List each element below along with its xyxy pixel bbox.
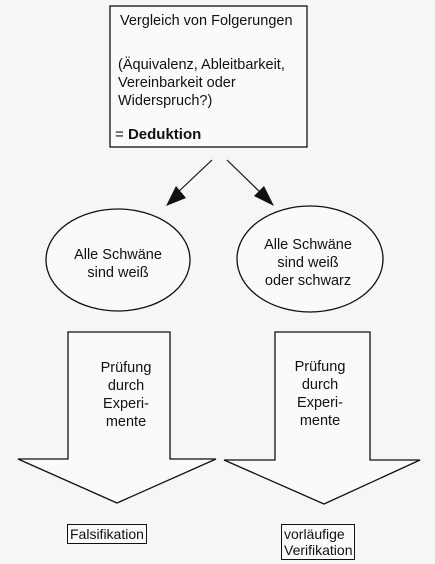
test-arrow-right [223,331,421,505]
hypothesis-right-text: Alle Schwäne sind weiß oder schwarz [238,236,378,290]
result-prefix: = [115,126,128,143]
outcome-line: Verifikation [284,542,353,558]
test-arrow-left [17,331,217,504]
outcome-verification: vorläufige Verifikation [281,524,356,560]
hypothesis-ellipse-right [236,205,384,313]
deduction-box [109,5,308,148]
box-line: Vereinbarkeit oder [118,75,236,91]
hypothesis-line: Alle Schwäne [74,247,162,263]
test-line: durch [301,377,339,393]
test-line: mente [299,413,341,429]
box-line: (Äquivalenz, Ableitbarkeit, [118,57,285,73]
hypothesis-left-text: Alle Schwäne sind weiß [54,246,182,282]
outcome-falsification: Falsifikation [67,524,147,544]
arrow-right-shaft [226,159,263,195]
test-line: Prüfung [100,360,152,376]
box-subtitle: (Äquivalenz, Ableitbarkeit, Vereinbarkei… [118,56,318,110]
test-line: durch [107,378,145,394]
hypothesis-line: sind weiß [277,255,339,271]
hypothesis-ellipse-left [45,208,191,312]
box-title: Vergleich von Folgerungen [120,13,293,29]
box-line: Widerspruch?) [118,93,213,109]
hypothesis-line: oder schwarz [264,273,352,289]
outcome-line: vorläufige [284,526,345,542]
arrow-right-head [254,186,274,206]
test-line: mente [105,414,147,430]
test-right-text: Prüfung durch Experi- mente [270,358,370,430]
outcome-line: Falsifikation [70,526,144,542]
hypothesis-line: sind weiß [87,265,149,281]
arrow-left-head [166,186,186,206]
test-left-text: Prüfung durch Experi- mente [76,359,176,431]
test-line: Experi- [103,396,149,412]
box-result: = Deduktion [115,126,201,144]
result-word: Deduktion [127,126,202,143]
test-line: Experi- [297,395,343,411]
hypothesis-line: Alle Schwäne [264,237,352,253]
arrow-left-shaft [175,159,213,195]
test-line: Prüfung [294,359,346,375]
